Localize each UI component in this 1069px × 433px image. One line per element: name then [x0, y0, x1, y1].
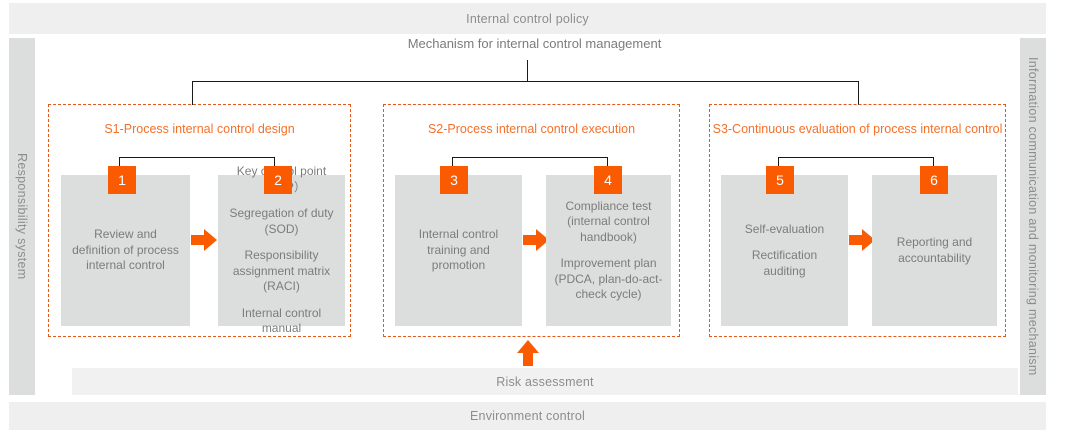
step-box-5-text-1: Self-evaluation	[744, 221, 825, 236]
arrow-step-5-to-6-head	[862, 229, 875, 251]
step-box-5: Self-evaluation Rectification auditing	[721, 175, 848, 326]
step-box-4-text-1: Compliance test (internal control handbo…	[565, 198, 652, 244]
step-box-4: Compliance test (internal control handbo…	[546, 175, 671, 326]
connector-leg-right	[858, 81, 859, 105]
arrow-step-5-to-6	[849, 229, 875, 251]
s3-bracket-leg-right	[933, 157, 934, 169]
band-risk-assessment: Risk assessment	[72, 368, 1018, 395]
step-box-6-text: Reporting and accountability	[896, 235, 973, 265]
step-badge-2: 2	[264, 166, 292, 194]
band-internal-control-policy: Internal control policy	[9, 3, 1046, 34]
step-badge-2-number: 2	[274, 172, 282, 188]
panel-stage-s1-title: S1-Process internal control design	[104, 122, 295, 136]
arrow-risk-to-stage-s2-shaft	[523, 352, 533, 366]
s1-bracket-leg-right	[274, 157, 275, 169]
connector-stem	[527, 60, 528, 82]
step-badge-6-number: 6	[930, 172, 938, 188]
sidebar-information-communication-label: Information communication and monitoring…	[1026, 57, 1040, 376]
arrow-step-1-to-2	[191, 229, 217, 251]
step-box-2-text-3: Responsibility assignment matrix (RACI)	[232, 248, 331, 294]
arrow-step-3-to-4-shaft	[523, 235, 537, 245]
arrow-step-5-to-6-shaft	[849, 235, 863, 245]
connector-leg-left	[192, 81, 193, 105]
panel-stage-s2-title: S2-Process internal control execution	[427, 122, 636, 136]
s3-bracket-rail	[778, 157, 933, 158]
s3-bracket-leg-left	[778, 157, 779, 169]
step-box-1: Review and definition of process interna…	[61, 175, 190, 326]
band-environment-control: Environment control	[9, 402, 1046, 430]
step-box-1-text: Review and definition of process interna…	[72, 227, 179, 273]
band-internal-control-policy-label: Internal control policy	[466, 11, 589, 26]
sidebar-responsibility-system: Responsibility system	[9, 38, 35, 395]
step-box-5-text-2: Rectification auditing	[751, 248, 818, 278]
mechanism-title: Mechanism for internal control managemen…	[407, 36, 662, 51]
sidebar-information-communication: Information communication and monitoring…	[1020, 38, 1046, 395]
step-badge-1-number: 1	[118, 172, 126, 188]
arrow-step-1-to-2-head	[204, 229, 217, 251]
band-environment-control-label: Environment control	[470, 409, 585, 423]
arrow-risk-to-stage-s2	[517, 340, 539, 366]
sidebar-responsibility-system-label: Responsibility system	[15, 153, 29, 280]
step-badge-4: 4	[594, 166, 622, 194]
s1-bracket-rail	[119, 157, 274, 158]
step-badge-4-number: 4	[604, 172, 612, 188]
panel-stage-s2: S2-Process internal control execution	[383, 104, 680, 337]
arrow-step-3-to-4	[523, 229, 549, 251]
panel-stage-s3: S3-Continuous evaluation of process inte…	[709, 104, 1006, 337]
step-badge-5: 5	[766, 166, 794, 194]
step-box-6: Reporting and accountability	[872, 175, 997, 326]
panel-stage-s3-title: S3-Continuous evaluation of process inte…	[712, 122, 1003, 136]
step-badge-5-number: 5	[776, 172, 784, 188]
step-box-2: Key control point（KCP） Segregation of du…	[218, 164, 345, 335]
step-box-2-text-2: Segregation of duty (SOD)	[229, 206, 334, 236]
step-badge-6: 6	[920, 166, 948, 194]
s2-bracket-leg-left	[452, 157, 453, 169]
step-box-2-text-4: Internal control manual	[241, 305, 322, 336]
step-badge-3: 3	[440, 166, 468, 194]
panel-stage-s1: S1-Process internal control design	[48, 104, 351, 337]
step-box-3: Internal control training and promotion	[395, 175, 522, 326]
band-risk-assessment-label: Risk assessment	[496, 374, 594, 389]
connector-rail	[192, 81, 859, 82]
s2-bracket-leg-right	[607, 157, 608, 169]
s1-bracket-leg-left	[119, 157, 120, 169]
step-box-4-text-2: Improvement plan (PDCA, plan-do-act- che…	[554, 256, 663, 301]
s2-bracket-rail	[452, 157, 607, 158]
arrow-step-1-to-2-shaft	[191, 235, 205, 245]
arrow-risk-to-stage-s2-head	[517, 340, 539, 353]
step-box-3-text: Internal control training and promotion	[418, 227, 499, 273]
arrow-step-3-to-4-head	[536, 229, 549, 251]
step-badge-1: 1	[108, 166, 136, 194]
step-badge-3-number: 3	[450, 172, 458, 188]
